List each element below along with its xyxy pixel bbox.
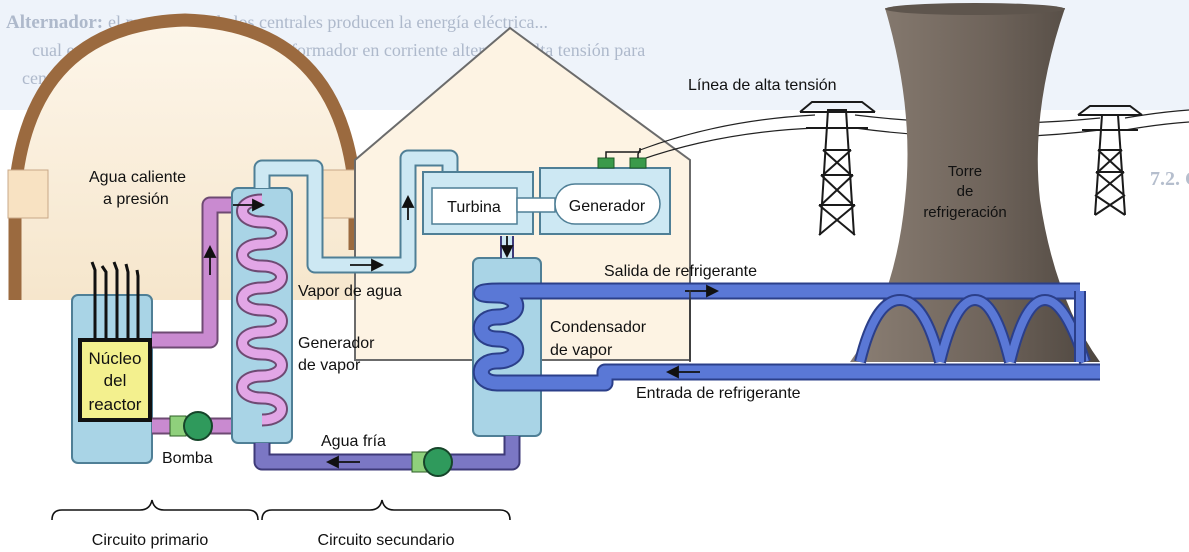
label-tower-2: de [957,183,974,200]
label-core-2: del [104,371,127,390]
label-coolant-out: Salida de refrigerante [604,263,757,280]
control-rods-icon [90,261,140,345]
coolant-circuit-pipe [472,282,1100,392]
label-tower-3: refrigeración [923,204,1006,221]
reactor-core [78,338,152,422]
label-primary-circuit: Circuito primario [92,532,209,549]
flow-arrows [203,194,720,469]
transformer-icon [597,148,647,169]
cooling-tower [850,3,1100,362]
label-core-3: reactor [89,395,142,414]
pylon-icon [799,101,876,236]
label-secondary-circuit: Circuito secundario [318,532,455,549]
turbine-shaft [516,197,556,213]
pylon-icon [1077,105,1143,216]
label-tower-1: Torre [948,163,982,180]
label-condenser-1: Condensador [550,319,647,336]
label-coolant-in: Entrada de refrigerante [636,385,801,402]
label-cold-water: Agua fría [321,433,386,450]
label-condenser-2: de vapor [550,342,613,359]
pump-icon [169,411,213,441]
reactor-vessel [71,261,153,464]
label-hot-water-1: Agua caliente [89,169,186,186]
label-water-vapor: Vapor de agua [298,283,402,300]
generator [554,183,661,225]
circuit-braces [51,499,511,521]
label-turbine: Turbina [447,199,501,216]
pump-icon [411,447,453,477]
label-steam-generator-2: de vapor [298,357,361,374]
turbine-generator-box [422,148,671,235]
turbine [431,187,518,225]
label-generator: Generador [569,198,646,215]
label-power-line: Línea de alta tensión [688,77,837,94]
label-steam-generator-1: Generador [298,335,375,352]
steam-generator [231,187,293,444]
bg-text-line1-bold: Alternador: [6,12,103,33]
label-hot-water-2: a presión [103,191,169,208]
label-core-1: Núcleo [89,349,142,368]
label-pump: Bomba [162,450,213,467]
bg-text-heading: 7.2. Centrales térmicas [1150,168,1189,190]
